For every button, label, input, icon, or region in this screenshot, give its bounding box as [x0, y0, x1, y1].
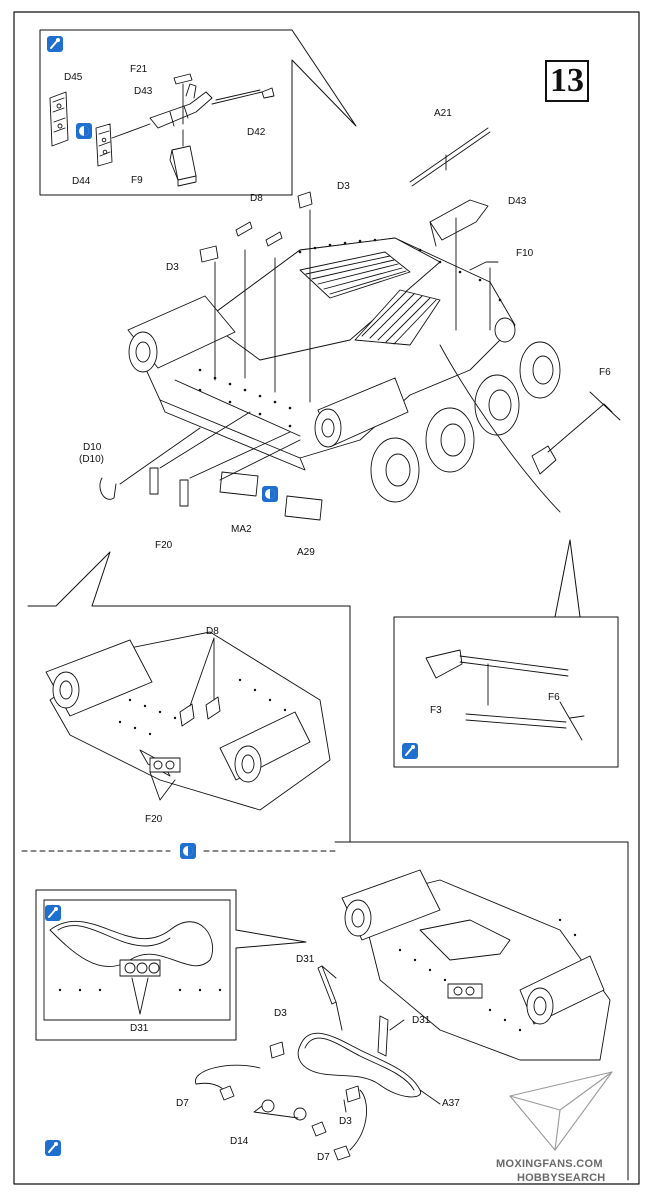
- part-label-d3-bottom: D3: [339, 1116, 352, 1127]
- main-parts: [99, 127, 621, 521]
- part-label-d31-right: D31: [412, 1015, 431, 1026]
- optional-part-icon: [76, 123, 92, 139]
- part-label-d3-bottom-left: D3: [274, 1008, 287, 1019]
- part-label-d14: D14: [230, 1136, 249, 1147]
- part-label-d8-sub: D8: [206, 626, 219, 637]
- sub-right-parts: [425, 649, 585, 741]
- paintbrush-icon: [45, 1140, 61, 1156]
- part-label-f20-sub: F20: [145, 814, 163, 825]
- bottom-vehicle: [341, 869, 611, 1061]
- part-label-d7-left: D7: [176, 1098, 189, 1109]
- watermark-text: HOBBYSEARCH: [517, 1172, 606, 1184]
- main-vehicle-hull: [127, 237, 516, 471]
- part-label-f21: F21: [130, 64, 148, 75]
- part-label-d43: D43: [134, 86, 153, 97]
- sub-right-frame: [393, 616, 619, 768]
- part-label-a21: A21: [434, 108, 452, 119]
- part-label-a29: A29: [297, 547, 315, 558]
- part-label-f20: F20: [155, 540, 173, 551]
- callout-top-frame: [39, 29, 357, 196]
- main-vehicle-wheels: [370, 317, 561, 503]
- part-label-d10-mirror: (D10): [79, 454, 105, 465]
- part-label-d3-left: D3: [166, 262, 179, 273]
- part-label-f6: F6: [599, 367, 611, 378]
- watermark-text: MOXINGFANS.COM: [496, 1158, 603, 1170]
- part-label-f3: F3: [430, 705, 442, 716]
- sub-left-vehicle: [45, 631, 331, 811]
- optional-part-icon: [180, 843, 196, 859]
- bottom-inset-parts: [43, 899, 231, 1021]
- callout-pointer: [554, 539, 581, 618]
- part-label-d44: D44: [72, 176, 91, 187]
- part-label-ma2: MA2: [231, 524, 252, 535]
- part-label-d8: D8: [250, 193, 263, 204]
- callout-top-parts: [49, 73, 275, 187]
- part-label-d3-upper: D3: [337, 181, 350, 192]
- part-label-d43-main: D43: [508, 196, 527, 207]
- part-label-f10: F10: [516, 248, 534, 259]
- part-label-d31-inset: D31: [130, 1023, 149, 1034]
- part-label-d7-bottom: D7: [317, 1152, 330, 1163]
- part-label-d31-left: D31: [296, 954, 315, 965]
- part-label-a37: A37: [442, 1098, 460, 1109]
- optional-part-icon: [262, 486, 278, 502]
- bottom-parts: [195, 965, 441, 1161]
- paintbrush-icon: [45, 905, 61, 921]
- part-label-d42: D42: [247, 127, 266, 138]
- page-frame: [13, 11, 640, 1185]
- step-number: 13: [545, 60, 589, 102]
- part-label-d10: D10: [83, 442, 102, 453]
- part-label-d45: D45: [64, 72, 83, 83]
- bottom-frame: [334, 841, 629, 1181]
- sub-left-frame: [27, 551, 351, 843]
- paintbrush-icon: [402, 743, 418, 759]
- watermark-plane: [509, 1071, 613, 1151]
- paintbrush-icon: [47, 36, 63, 52]
- part-label-f9: F9: [131, 175, 143, 186]
- part-label-f6-sub: F6: [548, 692, 560, 703]
